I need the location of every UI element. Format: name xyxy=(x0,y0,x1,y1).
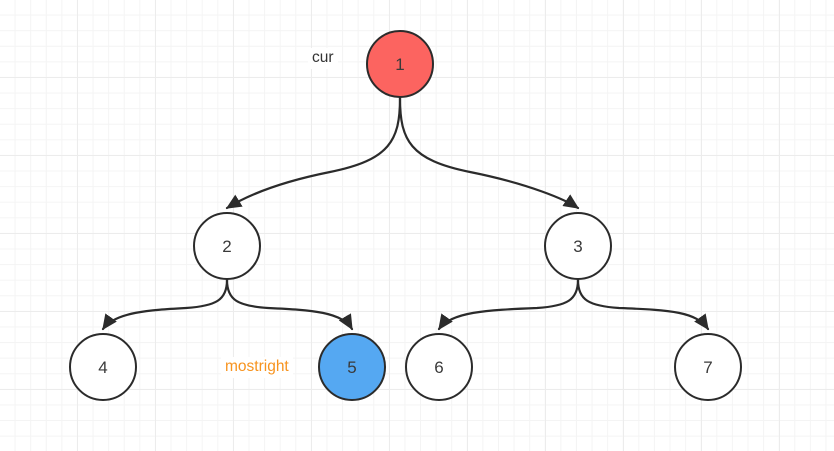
tree-node-3[interactable]: 3 xyxy=(544,212,612,280)
edge-1-3 xyxy=(398,96,580,210)
edge-3-6 xyxy=(437,278,580,331)
tree-node-1[interactable]: 1 xyxy=(366,30,434,98)
edge-3-7 xyxy=(576,278,710,331)
annotation-cur: cur xyxy=(308,48,338,69)
edge-2-5 xyxy=(225,278,354,331)
tree-node-4[interactable]: 4 xyxy=(69,333,137,401)
tree-node-7-label: 7 xyxy=(703,357,713,377)
tree-node-7[interactable]: 7 xyxy=(674,333,742,401)
tree-node-6[interactable]: 6 xyxy=(405,333,473,401)
tree-node-3-label: 3 xyxy=(573,236,583,256)
tree-node-5-label: 5 xyxy=(347,357,357,377)
tree-node-1-label: 1 xyxy=(395,54,405,74)
tree-node-6-label: 6 xyxy=(434,357,444,377)
tree-node-2-label: 2 xyxy=(222,236,232,256)
edge-2-4 xyxy=(101,278,229,331)
tree-node-2[interactable]: 2 xyxy=(193,212,261,280)
annotation-mostright: mostright xyxy=(221,357,293,378)
tree-node-4-label: 4 xyxy=(98,357,108,377)
tree-node-5[interactable]: 5 xyxy=(318,333,386,401)
edge-1-2 xyxy=(225,96,402,210)
